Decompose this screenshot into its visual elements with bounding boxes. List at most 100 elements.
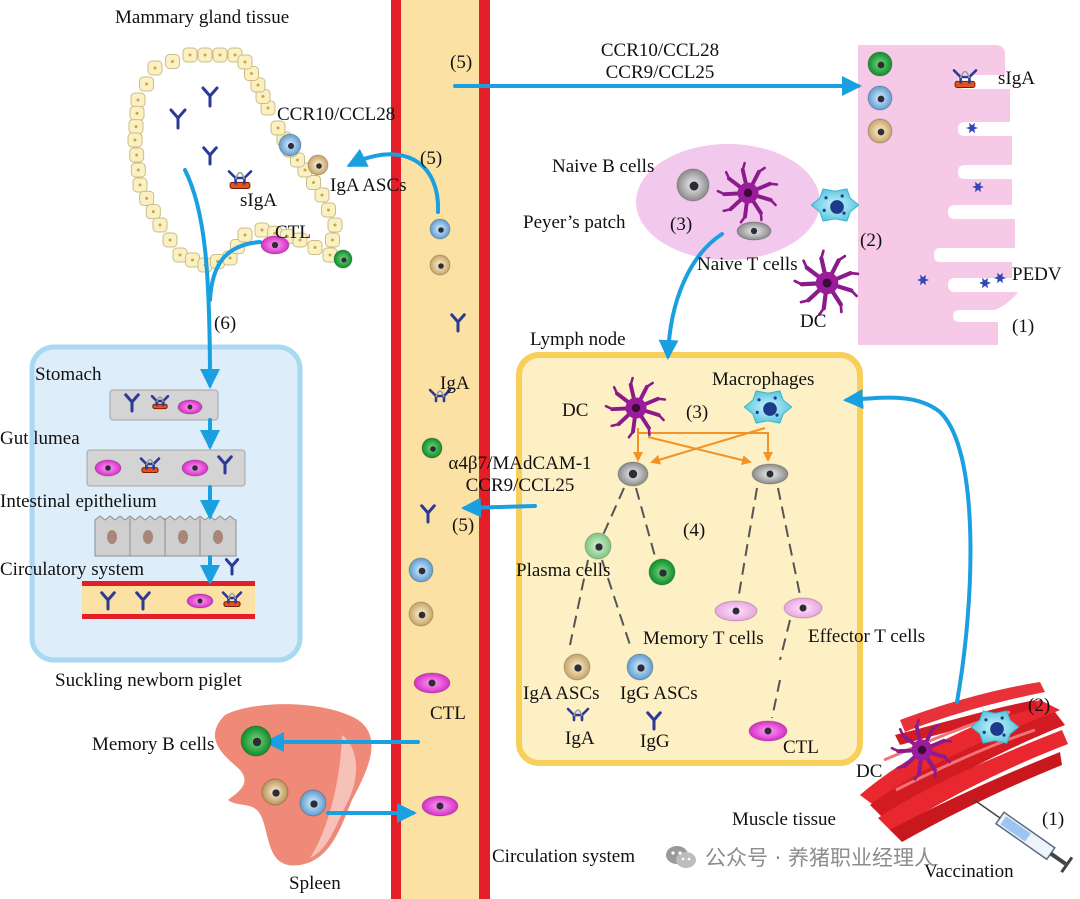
step1-top-label: (1) — [1012, 316, 1035, 337]
memory-b-cell — [240, 725, 272, 757]
iga-asc-cell — [563, 653, 591, 681]
t-cell-icon — [751, 463, 789, 485]
blood-vessel — [391, 0, 490, 899]
pedv-virus-icon — [972, 181, 984, 193]
iga-ascs-top-label: IgA ASCs — [330, 175, 407, 196]
macrophage-icon — [970, 710, 1020, 744]
igg-antibody-icon — [217, 455, 233, 475]
blue-arrows — [183, 76, 973, 823]
dendritic-cell-icon — [890, 718, 953, 781]
step5-label-a: (5) — [450, 52, 473, 73]
step1-bottom-label: (1) — [1042, 809, 1065, 830]
naive-t-cells-label: Naive T cells — [697, 254, 798, 275]
iga-asc-cell — [867, 118, 893, 144]
iga-blood-label: IgA — [440, 373, 470, 394]
vaccination-label: Vaccination — [924, 861, 1014, 882]
dc-muscle-label: DC — [856, 761, 883, 782]
step2-bottom-label: (2) — [1028, 695, 1051, 716]
iga-asc-cell — [261, 778, 289, 806]
iga-asc-cell — [408, 601, 434, 627]
memory-t-cells-label: Memory T cells — [643, 628, 764, 649]
gut-lumen-box — [86, 449, 246, 487]
dendritic-cell-icon — [716, 161, 779, 224]
igg-asc-cell — [408, 557, 434, 583]
ctl-cell-icon — [260, 235, 290, 255]
siga-icon — [152, 403, 168, 410]
step3-ln-label: (3) — [686, 402, 709, 423]
igg-antibody-icon — [135, 591, 151, 611]
naive-t-cell — [736, 221, 772, 241]
syringe-icon — [973, 799, 1074, 873]
intestinal-epithelium-cells — [94, 515, 237, 557]
ctl-cell-icon — [186, 593, 214, 609]
arrow-pp-to-ln — [658, 232, 724, 360]
igg-asc-cell — [299, 789, 327, 817]
gut-lumea-label: Gut lumea — [0, 428, 80, 449]
ctl-cell-icon — [748, 720, 788, 742]
igg-antibody-icon — [646, 711, 662, 731]
siga-icon — [229, 181, 251, 189]
siga-icon — [223, 601, 241, 608]
arrow-mammary-to-piglet — [183, 168, 220, 389]
step2-top-label: (2) — [860, 230, 883, 251]
lineage-lines — [569, 487, 801, 719]
arrow-muscle-to-ln — [843, 389, 973, 704]
spleen-shadow — [310, 735, 357, 858]
siga-icon-dimer — [227, 170, 253, 185]
memory-b-cells-label: Memory B cells — [92, 734, 215, 755]
orange-arrows — [633, 427, 773, 465]
peyers-patch-label: Peyer’s patch — [523, 212, 626, 233]
cells-layer — [94, 51, 1020, 817]
suckling-piglet-label: Suckling newborn piglet — [55, 670, 242, 691]
peyers-patch — [636, 144, 820, 260]
lymph-node-label: Lymph node — [530, 329, 626, 350]
siga-icon — [954, 80, 976, 88]
ccr10-top-line1: CCR10/CCL28 — [600, 40, 720, 61]
igg-antibody-icon — [450, 313, 466, 333]
b-cell-icon — [617, 461, 649, 487]
pedv-virus-icon — [966, 122, 978, 134]
iga-ln-label: IgA — [565, 728, 595, 749]
ctl-cell-icon — [177, 399, 203, 415]
ctl-cell-icon — [421, 795, 459, 817]
a4b7-line1: α4β7/MAdCAM-1 — [448, 453, 592, 474]
step3-pp-label: (3) — [670, 214, 693, 235]
iga-antibody-icon — [566, 707, 590, 722]
arrow-ctl-to-piglet — [208, 240, 262, 302]
siga-icon-dimer — [952, 69, 978, 84]
pedv-virus-icon — [917, 274, 929, 286]
circulation-system-label: Circulation system — [492, 846, 636, 867]
pedv-virus-icon — [979, 277, 991, 289]
dc-gut-label: DC — [800, 311, 827, 332]
spleen-label: Spleen — [289, 873, 341, 894]
plasma-cell-icon — [584, 532, 612, 560]
memory-b-cell — [421, 437, 443, 459]
siga-icon-dimer — [221, 591, 243, 604]
step6-label: (6) — [214, 313, 237, 334]
a4b7-line2: CCR9/CCL25 — [465, 475, 575, 496]
memory-b-cell — [648, 558, 676, 586]
pedv-virus-icon — [994, 272, 1006, 284]
igg-antibody-icon — [420, 504, 436, 524]
muscle-tissue-label: Muscle tissue — [732, 809, 836, 830]
macrophages-label: Macrophages — [712, 369, 815, 390]
dendritic-cell-icon — [604, 376, 667, 439]
igg-ln-label: IgG — [640, 731, 670, 752]
iga-asc-cell — [429, 254, 451, 276]
igg-asc-cell — [278, 133, 302, 157]
ctl-cell-icon — [94, 459, 122, 477]
mammary-gland — [127, 47, 343, 273]
intestinal-mucosa — [858, 45, 1018, 345]
memory-t-cell — [714, 600, 758, 622]
igg-antibody-icon — [202, 146, 218, 166]
watermark: 公众号 · 养猪职业经理人 — [665, 842, 935, 872]
ccr10-top-line2: CCR9/CCL25 — [605, 62, 715, 83]
dendritic-cell-icon — [793, 249, 860, 316]
igg-antibody-icon — [124, 393, 140, 413]
watermark-text: 公众号 · 养猪职业经理人 — [705, 846, 936, 870]
igg-antibody-icon — [100, 591, 116, 611]
effector-t-cell — [783, 597, 823, 619]
intestinal-epithelium-label: Intestinal epithelium — [0, 491, 157, 512]
ctl-blood-label: CTL — [430, 703, 466, 724]
